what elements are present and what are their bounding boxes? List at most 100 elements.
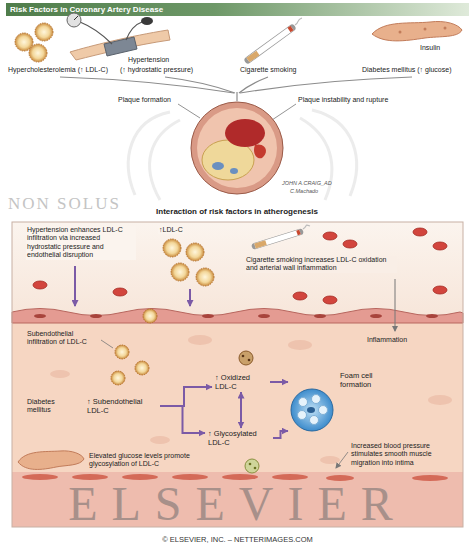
foam-cell-part xyxy=(307,407,315,413)
muscle-leader xyxy=(336,452,348,468)
endothelial-nuclei xyxy=(34,314,438,318)
pathway-arrow xyxy=(270,381,288,383)
ldl-particles-lumen xyxy=(163,239,214,286)
red-blood-cells-part xyxy=(323,232,337,240)
watermark: NON SOLUS xyxy=(8,194,121,214)
ldl-particles-tissue-part xyxy=(143,309,157,323)
blood-pressure-cuff-part xyxy=(126,22,142,40)
pancreas-top-part xyxy=(399,31,402,34)
node-text: ↑ Subendothelial LDL-C xyxy=(87,397,157,415)
ldl-particles-top-part xyxy=(29,44,47,62)
watermark-tree-part xyxy=(300,118,332,200)
annotation-label: Diabetes mellitus xyxy=(26,398,80,415)
endothelial-nuclei-part xyxy=(426,314,438,318)
pancreas-lower xyxy=(18,451,84,470)
vessel-wall-panel-part xyxy=(12,472,463,527)
cigarette-lower-part xyxy=(297,232,300,233)
red-blood-cells-part xyxy=(113,288,127,296)
oxidized-ldl-part xyxy=(248,359,251,362)
annotation-label: Cigarette smoking xyxy=(240,66,296,74)
blood-pressure-cuff-part xyxy=(67,13,81,27)
red-blood-cells-part xyxy=(343,240,357,248)
converging-lines-part xyxy=(236,92,237,101)
blood-pressure-cuff-part xyxy=(141,17,153,25)
artery-cross-section-part xyxy=(230,168,238,174)
ldl-particles-tissue-part xyxy=(111,371,125,385)
panel-frame xyxy=(12,222,463,527)
annotation-label: Inflammation xyxy=(366,336,408,344)
blood-pressure-cuff-part xyxy=(80,22,112,44)
artery-cross-section-part xyxy=(212,162,224,170)
glycosylated-ldl-part xyxy=(249,463,252,466)
smooth-muscle-cells-part xyxy=(412,475,448,481)
converging-lines-part xyxy=(240,77,412,93)
caption-text: © ELSEVIER, INC. – NETTERIMAGES.COM xyxy=(0,535,475,544)
annotation-label: ↑LDL-C xyxy=(158,226,184,234)
ldl-state-node: ↑ Subendothelial LDL-C xyxy=(84,396,160,416)
leader-lines-part xyxy=(178,104,200,118)
foam-cell-part xyxy=(319,406,328,415)
annotation-label: Elevated glucose levels promote glycosyl… xyxy=(88,452,205,469)
cigarette-lower-part xyxy=(255,243,266,246)
oxidized-ldl-part xyxy=(239,351,253,365)
ldl-particles-lumen-part xyxy=(163,239,181,257)
cigarette-top-part xyxy=(248,28,292,60)
ldl-particles-tissue xyxy=(111,309,157,385)
vessel-wall-panel xyxy=(12,222,463,527)
watermark-tree-part xyxy=(128,112,170,195)
red-blood-cells-part xyxy=(33,281,47,289)
pathway-arrow xyxy=(160,387,212,406)
pancreas-top-part xyxy=(372,21,462,40)
intima-cells-part xyxy=(428,395,452,405)
ldl-particles-top xyxy=(15,23,53,62)
intima-cells-part xyxy=(50,370,70,378)
oxidized-ldl-part xyxy=(242,355,245,358)
glycosylated-ldl-part xyxy=(245,459,259,473)
ldl-state-node: ↑ Glycosylated LDL-C xyxy=(205,428,273,448)
annotation-label: Interaction of risk factors in atherogen… xyxy=(112,207,362,217)
cigarette-top-part xyxy=(248,28,292,60)
foam-cell-part xyxy=(299,398,308,407)
converging-lines-part xyxy=(165,77,235,93)
red-blood-cells-part xyxy=(293,292,307,300)
foam-cell-node: Foam cell formation xyxy=(288,370,389,436)
intima-cells-part xyxy=(320,456,340,464)
smooth-muscle-cells-part xyxy=(22,474,58,480)
blood-pressure-cuff xyxy=(67,13,170,60)
pathway-arrow xyxy=(240,392,242,428)
cigarette-top-part xyxy=(295,18,302,25)
annotation-label: C.Machado xyxy=(290,188,318,195)
pancreas-lower-part xyxy=(18,451,84,470)
watermark: ELSEVIER xyxy=(20,480,455,528)
artery-cross-section-part xyxy=(197,108,277,188)
annotation-label: Increased blood pressure stimulates smoo… xyxy=(350,442,452,467)
annotation-label: JOHN A.CRAIG_AD xyxy=(282,180,332,187)
annotation-label: Plaque formation xyxy=(118,96,171,104)
infiltration-arrow xyxy=(189,289,191,306)
artery-cross-section-part xyxy=(254,144,266,158)
red-blood-cells-part xyxy=(413,228,427,236)
cigarette-lower-part xyxy=(255,232,300,246)
artery-cross-section-part xyxy=(191,102,283,194)
inflammation-leader xyxy=(395,279,396,331)
leader-lines-part xyxy=(272,104,296,120)
artery-cross-section-part xyxy=(225,119,265,147)
endothelial-nuclei-part xyxy=(34,314,46,318)
watermark-tree-part xyxy=(150,120,180,200)
annotation-label: (↑ hydrostatic pressure) xyxy=(120,66,193,74)
blood-pressure-cuff-part xyxy=(104,37,137,56)
pathway-arrow xyxy=(273,431,288,438)
pancreas-top-part xyxy=(424,28,427,31)
cigarette-top-part xyxy=(248,53,258,60)
annotation-label: Insulin xyxy=(420,44,440,52)
ldl-state-node: ↑ Oxidized LDL-C xyxy=(212,372,270,392)
pancreas-top-part xyxy=(444,27,447,30)
intima-cells-part xyxy=(150,436,170,444)
pathway-arrow xyxy=(160,406,205,433)
endothelial-nuclei-part xyxy=(314,314,326,318)
endothelial-nuclei-part xyxy=(258,314,270,318)
vessel-wall-panel-part xyxy=(12,316,463,474)
cigarette-lower-part xyxy=(303,225,310,229)
